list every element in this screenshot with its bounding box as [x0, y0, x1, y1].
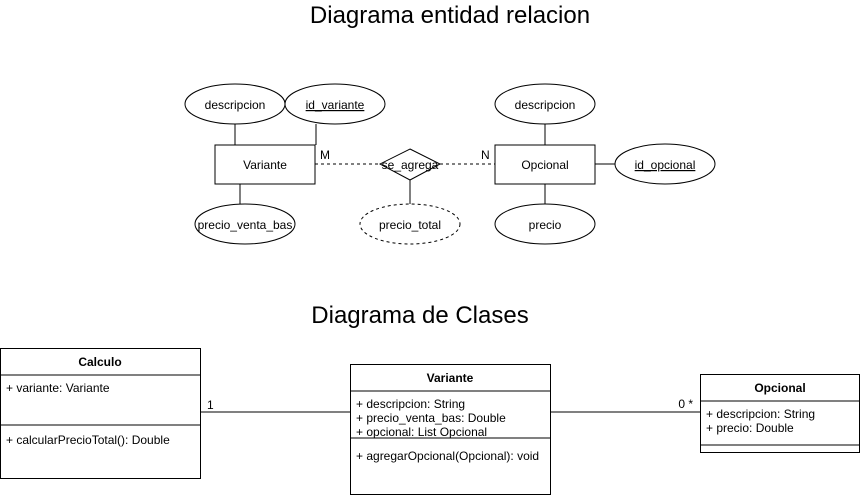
- class-variante[interactable]: Variante + descripcion: String + precio_…: [350, 364, 551, 495]
- er-connectors: [234, 124, 615, 205]
- multiplicity-0-many: 0 *: [678, 397, 693, 411]
- er-title: Diagrama entidad relacion: [310, 2, 590, 29]
- class-opcional-attr: + precio: Double: [706, 421, 794, 435]
- multiplicity-1: 1: [207, 398, 214, 412]
- attr-variante-descripcion[interactable]: descripcion: [184, 83, 286, 125]
- attr-opcional-precio[interactable]: precio: [494, 203, 596, 245]
- relationship-label: se_agrega: [382, 158, 439, 172]
- attr-variante-descripcion-label: descripcion: [205, 98, 266, 112]
- class-calculo-name: Calculo: [78, 355, 121, 369]
- class-opcional-name: Opcional: [754, 381, 805, 395]
- class-variante-attr: + descripcion: String: [356, 397, 465, 411]
- attr-opcional-precio-label: precio: [529, 218, 562, 232]
- class-calculo-attr: + variante: Variante: [6, 381, 110, 395]
- entity-opcional[interactable]: Opcional: [494, 144, 596, 185]
- entity-variante[interactable]: Variante: [214, 144, 316, 185]
- class-variante-attr: + precio_venta_bas: Double: [356, 411, 506, 425]
- class-calculo[interactable]: Calculo + variante: Variante + calcularP…: [0, 348, 201, 479]
- attr-opcional-descripcion-label: descripcion: [515, 98, 576, 112]
- attr-variante-id[interactable]: id_variante: [284, 83, 386, 125]
- attr-variante-precio-label: precio_venta_bas: [198, 218, 293, 232]
- class-opcional[interactable]: Opcional + descripcion: String + precio:…: [700, 374, 860, 453]
- attr-variante-id-label: id_variante: [306, 98, 365, 112]
- attr-variante-precio[interactable]: precio_venta_bas: [194, 203, 296, 245]
- relationship-se-agrega[interactable]: se_agrega: [378, 148, 442, 181]
- class-title: Diagrama de Clases: [311, 302, 528, 329]
- class-variante-name: Variante: [427, 371, 474, 385]
- cardinality-n: N: [481, 148, 490, 162]
- attr-relationship-precio-total[interactable]: precio_total: [359, 203, 461, 245]
- class-calculo-method: + calcularPrecioTotal(): Double: [6, 433, 170, 447]
- entity-variante-label: Variante: [243, 158, 287, 172]
- entity-opcional-label: Opcional: [521, 158, 568, 172]
- attr-precio-total-label: precio_total: [379, 218, 441, 232]
- class-variante-method: + agregarOpcional(Opcional): void: [356, 449, 539, 463]
- class-variante-attr: + opcional: List Opcional: [356, 425, 487, 439]
- attr-opcional-id[interactable]: id_opcional: [614, 143, 716, 185]
- attr-opcional-id-label: id_opcional: [635, 158, 696, 172]
- cardinality-m: M: [320, 148, 330, 162]
- attr-opcional-descripcion[interactable]: descripcion: [494, 83, 596, 125]
- class-opcional-attr: + descripcion: String: [706, 407, 815, 421]
